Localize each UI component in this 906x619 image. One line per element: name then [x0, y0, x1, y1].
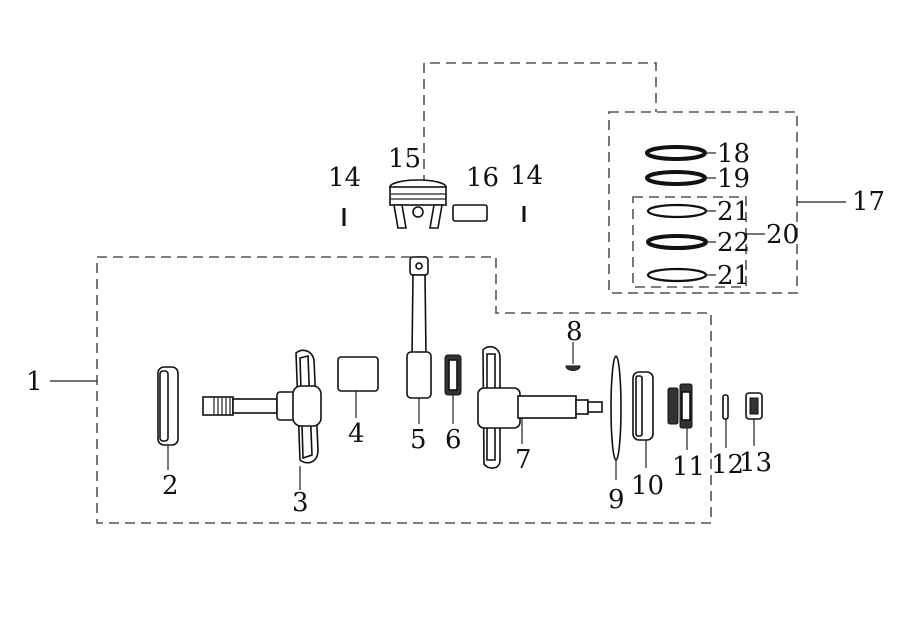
callout-15: 15	[388, 144, 421, 174]
callout-4: 4	[348, 419, 365, 449]
gear-part-11	[667, 383, 693, 450]
spline-teeth	[213, 397, 231, 415]
oil-ring-group-box	[632, 196, 747, 288]
piston-part-15	[389, 179, 447, 229]
callout-22: 22	[717, 228, 750, 258]
callout-3: 3	[292, 488, 309, 518]
bearing-part-2	[157, 366, 179, 470]
oil-ring-expander-part-22	[646, 234, 716, 250]
callout-17: 17	[852, 187, 885, 217]
thin-washer-part-9	[610, 355, 622, 480]
left-crankshaft-part-3	[202, 349, 322, 490]
sleeve-part-4	[337, 356, 379, 418]
callout-7: 7	[515, 445, 532, 475]
nut-part-13	[745, 392, 763, 446]
needle-bearing-part-6	[444, 354, 462, 424]
woodruff-key-part-8	[565, 342, 581, 371]
callout-14-right: 14	[510, 161, 543, 191]
piston-ring-set-group-box	[608, 111, 798, 294]
callout-1: 1	[26, 367, 43, 397]
piston-ring-part-18	[645, 145, 716, 161]
callout-6: 6	[445, 425, 462, 455]
oil-ring-rail-part-21-top	[646, 203, 716, 219]
callout-21-top: 21	[717, 197, 750, 227]
callout-10: 10	[631, 471, 664, 501]
washer-part-12	[722, 394, 729, 448]
callout-8: 8	[566, 317, 583, 347]
piston-pin-part-16	[452, 204, 488, 222]
callout-14-left: 14	[328, 163, 361, 193]
callout-9: 9	[608, 485, 625, 515]
callout-18: 18	[717, 139, 750, 169]
connecting-rod-part-5	[406, 256, 432, 424]
callout-20: 20	[766, 220, 799, 250]
callout-16: 16	[466, 163, 499, 193]
callout-12: 12	[711, 450, 744, 480]
callout-13: 13	[739, 448, 772, 478]
crankshaft-assembly-group-box	[96, 256, 712, 524]
bearing-part-10	[632, 371, 654, 468]
callout-5: 5	[410, 425, 427, 455]
callout-11: 11	[672, 452, 705, 482]
right-crankshaft-part-7	[477, 345, 603, 469]
callout-21-bottom: 21	[717, 261, 750, 291]
callout-2: 2	[162, 471, 179, 501]
callout-19: 19	[717, 164, 750, 194]
piston-ring-part-19	[645, 170, 716, 186]
oil-ring-rail-part-21-bottom	[646, 267, 716, 283]
